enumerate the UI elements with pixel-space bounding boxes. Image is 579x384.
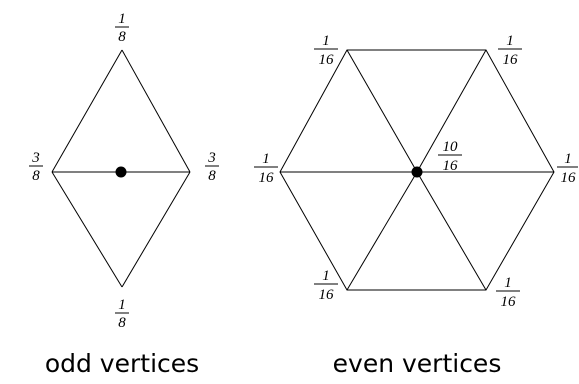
even-weight-bottom-left-denominator: 16 (319, 287, 335, 303)
even-weight-right-numerator: 1 (564, 151, 572, 167)
odd-weight-right-numerator: 3 (207, 150, 216, 166)
even-weight-top-right-numerator: 1 (506, 33, 514, 49)
even-weight-bottom-left: 1 16 (314, 268, 338, 303)
even-center-vertex (411, 166, 423, 178)
even-weight-center-denominator: 16 (443, 158, 459, 174)
odd-weight-left: 3 8 (29, 150, 43, 184)
odd-weight-bottom-numerator: 1 (118, 297, 126, 313)
odd-edge-top-left (51, 49, 123, 173)
even-spoke-bottom-right (416, 171, 487, 291)
even-weight-center-numerator: 10 (443, 139, 459, 155)
even-weight-right-denominator: 16 (561, 170, 577, 186)
even-weight-bottom-right-numerator: 1 (504, 275, 512, 291)
even-weight-top-left-denominator: 16 (319, 52, 335, 68)
even-weight-left-denominator: 16 (259, 170, 275, 186)
even-weight-top-left-numerator: 1 (322, 33, 330, 49)
even-weight-bottom-right: 1 16 (496, 275, 520, 310)
odd-weight-top-numerator: 1 (118, 11, 126, 27)
even-weight-top-right: 1 16 (498, 33, 522, 68)
even-weight-right: 1 16 (557, 151, 578, 186)
odd-weight-right: 3 8 (205, 150, 219, 184)
odd-vertices-caption: odd vertices (45, 349, 199, 378)
odd-weight-top-denominator: 8 (118, 29, 126, 45)
even-weight-top-right-denominator: 16 (503, 52, 519, 68)
odd-weight-left-denominator: 8 (32, 168, 40, 184)
odd-edge-top-right (121, 49, 191, 173)
even-weight-left-numerator: 1 (262, 151, 270, 167)
even-weight-bottom-left-numerator: 1 (322, 268, 330, 284)
odd-center-vertex (115, 166, 127, 178)
even-weight-center: 10 16 (438, 139, 462, 174)
even-spoke-top-right (416, 49, 487, 173)
even-spoke-bottom-left (346, 171, 418, 291)
even-spoke-top-left (346, 49, 418, 173)
odd-weight-bottom-denominator: 8 (118, 315, 126, 331)
even-weight-top-left: 1 16 (314, 33, 338, 68)
odd-edge-bottom-left (51, 171, 123, 288)
odd-weight-left-numerator: 3 (31, 150, 40, 166)
odd-weight-top: 1 8 (115, 11, 129, 45)
odd-weight-bottom: 1 8 (115, 297, 129, 331)
even-vertices-diagram: 1 16 1 16 1 16 1 16 10 16 (254, 33, 578, 378)
odd-vertices-diagram: 1 8 3 8 3 8 1 8 odd vertices (29, 11, 219, 378)
even-weight-left: 1 16 (254, 151, 278, 186)
odd-weight-right-denominator: 8 (208, 168, 216, 184)
odd-edge-bottom-right (121, 171, 191, 288)
even-vertices-caption: even vertices (333, 349, 502, 378)
even-weight-bottom-right-denominator: 16 (501, 294, 517, 310)
